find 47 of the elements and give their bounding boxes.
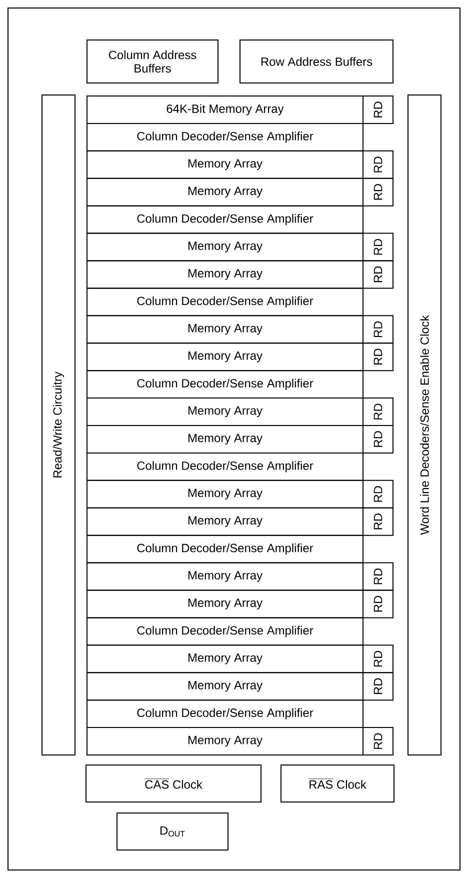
clock-block: CAS Clock <box>86 764 262 802</box>
memory-array-block: Memory Array <box>86 260 364 289</box>
row-decoder-block: RD <box>362 727 394 756</box>
sense-amplifier-block: Column Decoder/Sense Amplifier <box>86 617 364 646</box>
memory-array-block: Memory Array <box>86 590 364 618</box>
memory-array-block: Memory Array <box>86 425 364 454</box>
memory-array-block: Memory Array <box>86 727 364 756</box>
row-decoder-block: RD <box>362 507 394 536</box>
sense-amplifier-block: Column Decoder/Sense Amplifier <box>86 700 364 728</box>
sense-amplifier-block: Column Decoder/Sense Amplifier <box>86 534 364 564</box>
row-decoder-block: RD <box>362 644 394 674</box>
memory-array-block: Memory Array <box>86 480 364 508</box>
row-decoder-block: RD <box>362 315 394 344</box>
sense-amplifier-block: Column Decoder/Sense Amplifier <box>86 370 364 399</box>
row-decoder-block: RD <box>362 178 394 206</box>
memory-array-block: 64K-Bit Memory Array <box>86 96 364 124</box>
row-decoder-block: RD <box>362 260 394 289</box>
memory-array-block: Memory Array <box>86 178 364 206</box>
row-decoder-block: RD <box>362 672 394 701</box>
row-decoder-block: RD <box>362 562 394 591</box>
row-decoder-block: RD <box>362 342 394 372</box>
sense-amplifier-block: Column Decoder/Sense Amplifier <box>86 205 364 234</box>
row-decoder-block: RD <box>362 96 394 124</box>
memory-array-block: Memory Array <box>86 507 364 536</box>
memory-array-block: Memory Array <box>86 342 364 372</box>
row-decoder-block: RD <box>362 398 394 426</box>
row-decoder-block: RD <box>362 590 394 618</box>
output-block: D$_{OUT}$ <box>116 812 228 850</box>
memory-array-block: Memory Array <box>86 672 364 701</box>
sense-amplifier-block: Column Decoder/Sense Amplifier <box>86 452 364 481</box>
row-decoder-block: RD <box>362 480 394 508</box>
row-decoder-block: RD <box>362 232 394 262</box>
memory-array-block: Memory Array <box>86 150 364 179</box>
clock-block: RAS Clock <box>280 764 394 802</box>
circuitry-block: Read/Write Circuitry <box>42 94 76 756</box>
buffer-block: Column Address Buffers <box>86 40 218 84</box>
sense-amplifier-block: Column Decoder/Sense Amplifier <box>86 288 364 316</box>
memory-array-block: Memory Array <box>86 315 364 344</box>
buffer-block: Row Address Buffers <box>240 40 394 84</box>
memory-array-block: Memory Array <box>86 398 364 426</box>
memory-array-block: Memory Array <box>86 232 364 262</box>
row-decoder-block: RD <box>362 150 394 179</box>
memory-array-block: Memory Array <box>86 562 364 591</box>
sense-amplifier-block: Column Decoder/Sense Amplifier <box>86 122 364 152</box>
decoder-block: Word Line Decoders/Sense Enable Clock <box>408 94 442 756</box>
row-decoder-block: RD <box>362 425 394 454</box>
memory-array-block: Memory Array <box>86 644 364 674</box>
